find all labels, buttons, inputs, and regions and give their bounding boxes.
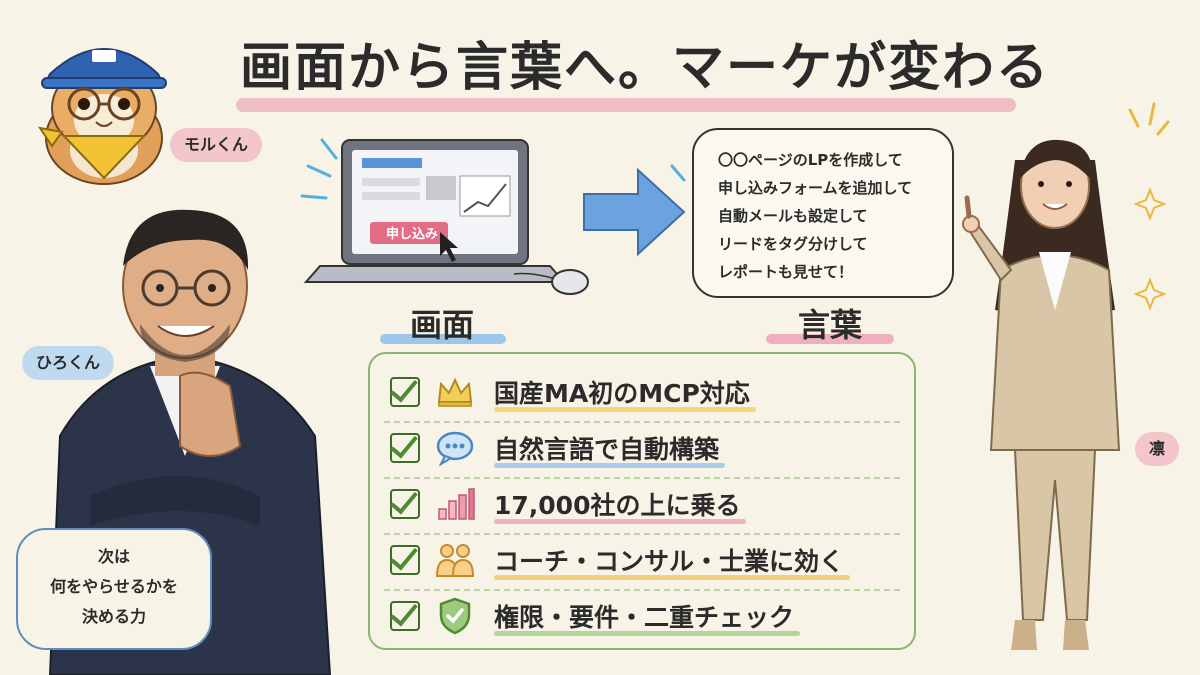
checkbox-checked-icon xyxy=(390,377,420,407)
checklist-item: 権限・要件・二重チェック xyxy=(370,588,914,644)
words-label-underline xyxy=(766,334,894,344)
words-bubble-line: リードをタグ分けして xyxy=(718,235,868,253)
hiro-bubble-line: 何をやらせるかを xyxy=(50,577,178,596)
bar-chart-icon xyxy=(434,484,476,524)
words-bubble-line: 自動メールも設定して xyxy=(718,207,868,225)
checklist-item-text: 国産MA初のMCP対応 xyxy=(494,374,756,412)
checklist-divider xyxy=(384,589,900,591)
checklist-item-highlight xyxy=(494,519,747,524)
hiro-bubble-line: 決める力 xyxy=(81,607,146,626)
checklist-item-highlight xyxy=(494,631,801,636)
checkbox-checked-icon xyxy=(390,601,420,631)
words-bubble-line: 申し込みフォームを追加して xyxy=(718,179,913,197)
checklist-divider xyxy=(384,421,900,423)
checkbox-checked-icon xyxy=(390,545,420,575)
checkbox-checked-icon xyxy=(390,433,420,463)
checkbox-checked-icon xyxy=(390,489,420,519)
checklist-item: 17,000社の上に乗る xyxy=(370,476,914,532)
laptop-illustration xyxy=(300,138,589,295)
checklist-item-highlight xyxy=(494,463,726,468)
name-tag-moru: モルくん xyxy=(170,128,263,162)
name-tag-rin: 凛 xyxy=(1135,432,1180,466)
words-bubble-line: レポートも見せて！ xyxy=(718,263,854,281)
checklist-item-highlight xyxy=(494,575,851,580)
screen-label-underline xyxy=(380,334,506,344)
checklist-item: 自然言語で自動構築 xyxy=(370,420,914,476)
words-label: 言葉 xyxy=(797,306,862,344)
checklist-item-text: 権限・要件・二重チェック xyxy=(494,598,801,636)
sparkle-icon xyxy=(1128,102,1170,311)
feature-checklist: 国産MA初のMCP対応自然言語で自動構築 17,000社の上に乗るコーチ・コンサル… xyxy=(368,352,916,650)
hiro-bubble-line: 次は xyxy=(97,547,130,566)
checklist-item-text: 自然言語で自動構築 xyxy=(494,430,726,468)
checklist-divider xyxy=(384,533,900,535)
name-tag-hiro: ひろくん xyxy=(22,346,115,380)
signup-button-in-screen: 申し込み xyxy=(385,227,438,242)
checklist-item-label: 国産MA初のMCP対応 xyxy=(494,379,750,408)
hiro-speech-bubble: 次は 何をやらせるかを 決める力 xyxy=(16,528,212,650)
checklist-item: 国産MA初のMCP対応 xyxy=(370,364,914,420)
checklist-item-label: コーチ・コンサル・士業に効く xyxy=(494,547,845,576)
arrow-right-icon xyxy=(583,164,686,257)
hamster-illustration xyxy=(37,48,167,185)
page-title: 画面から言葉へ。マーケが変わる xyxy=(240,38,1051,98)
crown-icon xyxy=(434,372,476,412)
shield-check-icon xyxy=(434,596,476,636)
chat-bubble-icon xyxy=(434,428,476,468)
people-icon xyxy=(434,540,476,580)
title-underline xyxy=(236,98,1016,112)
checklist-item-highlight xyxy=(494,407,756,412)
checklist-item-text: 17,000社の上に乗る xyxy=(494,486,747,524)
checklist-item-label: 自然言語で自動構築 xyxy=(494,435,720,464)
checklist-divider xyxy=(384,477,900,479)
checklist-item-label: 権限・要件・二重チェック xyxy=(494,603,795,632)
checklist-item-label: 17,000社の上に乗る xyxy=(494,491,741,520)
words-bubble-line: 〇〇ページのLPを作成して xyxy=(718,151,903,169)
woman-illustration xyxy=(962,139,1121,650)
words-speech-bubble: 〇〇ページのLPを作成して 申し込みフォームを追加して 自動メールも設定して リ… xyxy=(692,128,954,298)
checklist-item-text: コーチ・コンサル・士業に効く xyxy=(494,542,851,580)
screen-label: 画面 xyxy=(409,306,474,344)
checklist-item: コーチ・コンサル・士業に効く xyxy=(370,532,914,588)
